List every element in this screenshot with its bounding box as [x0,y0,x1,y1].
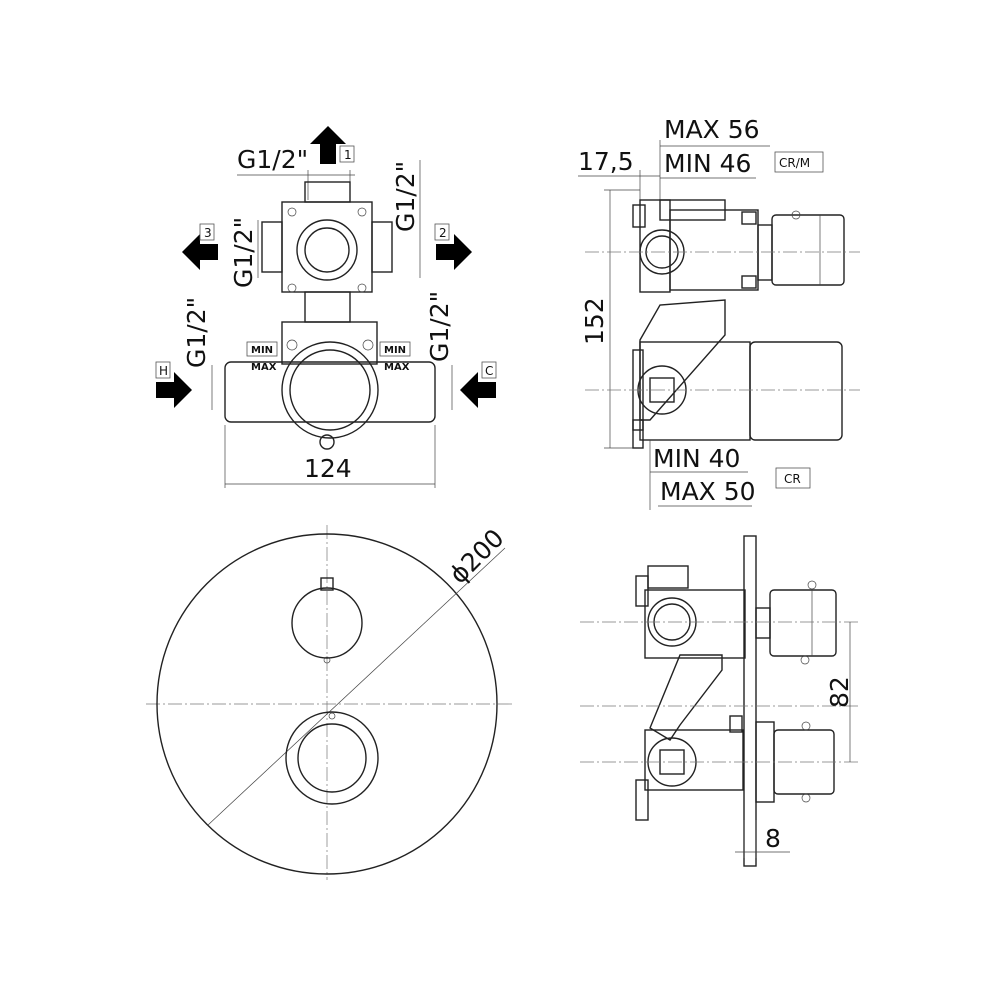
port-h-label: H [159,364,168,378]
diverter-body [281,201,373,293]
tag-cr-box [775,467,811,489]
thread-lower-left-label: G1/2" [182,297,211,368]
top-view: 1 G1/2" 3 G1/2" 2 G1/2" [155,126,497,488]
port-2-box [434,223,450,241]
tag-crm-label: CR/M [779,156,810,170]
max-left-label: MAX [251,362,277,373]
upper-section-body [644,589,746,659]
tag-crm-box [774,151,824,173]
thread-top-label: G1/2" [237,145,308,174]
hot-inlet-arrow-icon [156,372,192,408]
upper-section-knob [769,589,837,657]
thermostat-knob-inner [297,723,367,793]
side-view: MAX 56 MIN 46 CR/M 17,5 152 [578,115,860,510]
outlet-1-arrow-icon [310,126,346,164]
width-label: 124 [304,454,352,483]
max-50-label: MAX 50 [660,477,756,506]
spacing-label: 82 [825,676,854,708]
upper-handle [771,214,845,286]
port-1-box [339,145,355,163]
thread-left-label: G1/2" [229,217,258,288]
section-connector [649,654,723,741]
diameter-label: ϕ200 [444,523,510,589]
front-view: ϕ200 [146,523,512,880]
lower-section-body [644,729,744,791]
port-2-label: 2 [439,226,447,240]
knob-indicator [320,577,334,591]
outlet-3-arrow-icon [182,234,218,270]
wall-plate [743,535,757,867]
diverter-bore [296,219,358,281]
left-outlet-stub [261,221,283,273]
min-right-box [379,341,411,357]
drain-plug [319,434,335,450]
outlet-2-arrow-icon [436,234,472,270]
thermostat-knob-outer [285,711,379,805]
port-3-box [199,223,215,241]
thermostat-body-top [281,321,378,365]
port-h-box [155,361,171,379]
port-3-label: 3 [204,226,212,240]
plate-label: 8 [765,824,781,853]
diverter-knob [291,587,363,659]
connector-neck [304,291,351,323]
max-right-label: MAX [384,362,410,373]
cold-inlet-arrow-icon [460,372,496,408]
top-outlet-stub [304,181,351,203]
diameter-leader [207,547,506,826]
thread-lower-right-label: G1/2" [425,291,454,362]
min-46-label: MIN 46 [664,149,751,178]
thread-right-label: G1/2" [391,161,420,232]
thermostat-bore [281,341,379,439]
height-label: 152 [580,297,609,345]
min-left-label: MIN [251,345,273,356]
cover-plate [156,533,498,875]
port-c-box [481,361,497,379]
lower-handle [749,341,843,441]
lower-module-body [639,341,751,441]
min-right-label: MIN [384,345,406,356]
upper-module-body [669,209,759,291]
min-left-box [246,341,278,357]
thermostat-body [224,361,436,423]
offset-label: 17,5 [578,147,634,176]
port-1-label: 1 [344,148,352,162]
section-view: 82 8 [580,535,860,867]
tag-cr-label: CR [784,472,801,486]
port-c-label: C [485,364,493,378]
min-40-label: MIN 40 [653,444,740,473]
max-56-label: MAX 56 [664,115,760,144]
right-outlet-stub [371,221,393,273]
